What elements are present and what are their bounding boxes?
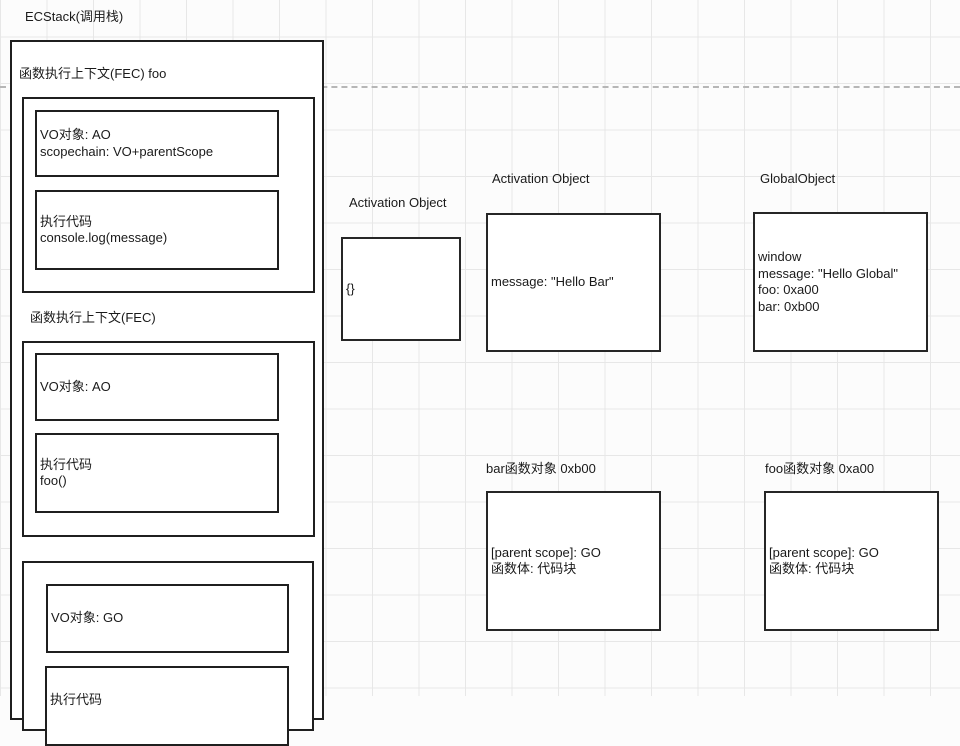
bar-function-line2: 函数体: 代码块 xyxy=(491,561,577,576)
global-object-line3: foo: 0xa00 xyxy=(758,282,819,297)
activation-object-foo-body: {} xyxy=(346,280,355,296)
gec-code-line1: 执行代码 xyxy=(50,692,103,707)
fec-foo-code-line1: 执行代码 xyxy=(40,213,93,229)
fec-main-vo-box[interactable]: VO对象: AO xyxy=(35,353,279,421)
global-object-line2: message: "Hello Global" xyxy=(758,265,899,281)
global-object-line1: window xyxy=(758,249,802,264)
global-object-line4: bar: 0xb00 xyxy=(758,298,820,314)
gec-code-box[interactable]: 执行代码 xyxy=(45,666,289,746)
page-boundary-dashed-line xyxy=(0,86,960,88)
foo-function-line1: [parent scope]: GO xyxy=(769,544,879,560)
fec-foo-vo-line2: scopechain: VO+parentScope xyxy=(40,143,214,159)
fec-foo-vo-line1: VO对象: AO xyxy=(40,127,111,142)
foo-function-line2: 函数体: 代码块 xyxy=(769,561,855,576)
fec-foo-vo-box[interactable]: VO对象: AO scopechain: VO+parentScope xyxy=(35,110,279,177)
global-object-label[interactable]: GlobalObject xyxy=(760,171,836,186)
bar-function-line1: [parent scope]: GO xyxy=(491,544,601,560)
activation-object-bar-label[interactable]: Activation Object xyxy=(492,171,590,186)
activation-object-bar-box[interactable]: message: "Hello Bar" xyxy=(486,213,661,352)
gec-vo-line1: VO对象: GO xyxy=(51,610,124,626)
activation-object-foo-label[interactable]: Activation Object xyxy=(349,195,447,210)
gec-vo-box[interactable]: VO对象: GO xyxy=(46,584,289,653)
foo-function-object-box[interactable]: [parent scope]: GO 函数体: 代码块 xyxy=(764,491,939,631)
bar-function-object-box[interactable]: [parent scope]: GO 函数体: 代码块 xyxy=(486,491,661,631)
fec-main-code-line1: 执行代码 xyxy=(40,456,93,472)
bar-function-object-label[interactable]: bar函数对象 0xb00 xyxy=(486,461,596,476)
foo-function-object-label[interactable]: foo函数对象 0xa00 xyxy=(765,461,875,476)
fec-main-code-line2: foo() xyxy=(40,473,67,488)
fec-foo-code-line2: console.log(message) xyxy=(40,230,168,245)
fec-foo-code-box[interactable]: 执行代码 console.log(message) xyxy=(35,190,279,270)
fec-foo-label[interactable]: 函数执行上下文(FEC) foo xyxy=(19,66,167,81)
fec-main-label[interactable]: 函数执行上下文(FEC) xyxy=(30,310,156,325)
ecstack-title[interactable]: ECStack(调用栈) xyxy=(25,9,124,24)
fec-main-code-box[interactable]: 执行代码 foo() xyxy=(35,433,279,513)
global-object-box[interactable]: window message: "Hello Global" foo: 0xa0… xyxy=(753,212,928,352)
activation-object-bar-body: message: "Hello Bar" xyxy=(491,274,614,290)
fec-main-vo-line1: VO对象: AO xyxy=(40,378,111,394)
activation-object-foo-box[interactable]: {} xyxy=(341,237,461,341)
